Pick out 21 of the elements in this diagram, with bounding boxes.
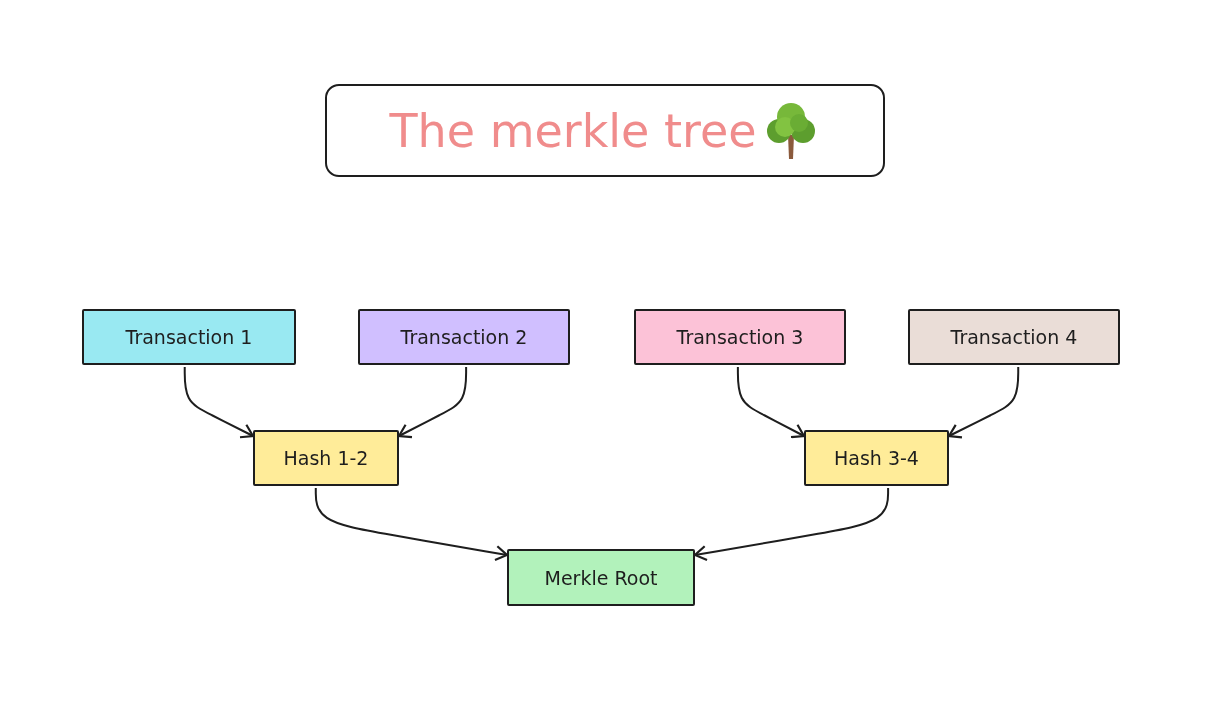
node-label: Transaction 2 [400,326,528,348]
process-box [358,309,570,365]
title-text: The merkle tree [389,103,757,158]
process-box [507,549,695,606]
arrow [314,487,509,562]
process-box [634,309,846,365]
arrow [183,366,255,439]
process-box [908,309,1120,365]
node-label: Transaction 3 [676,326,804,348]
arrow [693,487,890,562]
node-label: Transaction 4 [950,326,1078,348]
node-label: Hash 3-4 [834,447,919,469]
arrow [397,366,468,439]
node-label: Hash 1-2 [283,447,369,469]
arrow [947,366,1020,439]
node-label: Merkle Root [544,566,658,589]
node-label: Transaction 1 [125,326,253,348]
arrow [736,366,806,439]
process-box [804,430,949,486]
process-box [253,430,399,486]
process-box [82,309,296,365]
